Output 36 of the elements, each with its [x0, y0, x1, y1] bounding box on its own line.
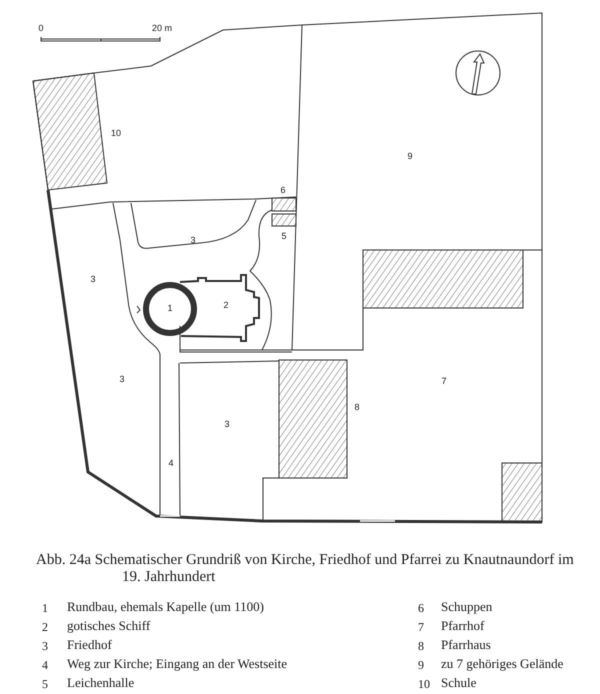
area-number: 3 [190, 235, 196, 245]
key-number: 5 [42, 677, 48, 691]
key-number: 3 [42, 639, 48, 653]
key-number: 4 [42, 658, 48, 672]
key-number: 7 [418, 620, 424, 634]
area-number: 5 [282, 231, 286, 241]
key-number: 8 [418, 639, 424, 653]
area-number: 10 [111, 128, 121, 138]
key-number: 10 [418, 677, 430, 691]
scale-label: 0 [38, 23, 44, 33]
area-number: 6 [280, 185, 286, 195]
key-text: Weg zur Kirche; Eingang an der Westseite [67, 656, 288, 671]
key-number: 1 [42, 601, 48, 615]
figure-caption: Abb. 24a Schematischer Grundriß von Kirche, Friedhof und Pfarrei zu Knautnaundorf im 19. Jahrhundert [36, 552, 575, 586]
area-number: 2 [224, 300, 228, 310]
area-number: 4 [168, 458, 174, 468]
key-number: 9 [418, 658, 424, 672]
area-number: 9 [408, 151, 412, 161]
area-number: 1 [168, 303, 172, 313]
area-number: 8 [354, 402, 360, 412]
key-text: gotisches Schiff [67, 618, 150, 633]
key-text: Pfarrhof [441, 618, 484, 633]
key-number: 6 [418, 601, 424, 615]
area-number: 3 [120, 374, 124, 384]
key-text: Leichenhalle [67, 675, 134, 690]
key-number: 2 [42, 620, 48, 634]
area-number: 3 [90, 274, 96, 284]
area-number: 3 [224, 419, 230, 429]
key-text: Schule [441, 675, 476, 690]
area-number: 7 [442, 376, 446, 386]
key-text: Pfarrhaus [441, 637, 491, 652]
key-text: Friedhof [67, 637, 112, 652]
key-text: Rundbau, ehemals Kapelle (um 1100) [67, 599, 264, 614]
key-text: Schuppen [441, 599, 492, 614]
scale-label: 20 m [152, 23, 172, 33]
key-text: zu 7 gehöriges Gelände [441, 656, 564, 671]
